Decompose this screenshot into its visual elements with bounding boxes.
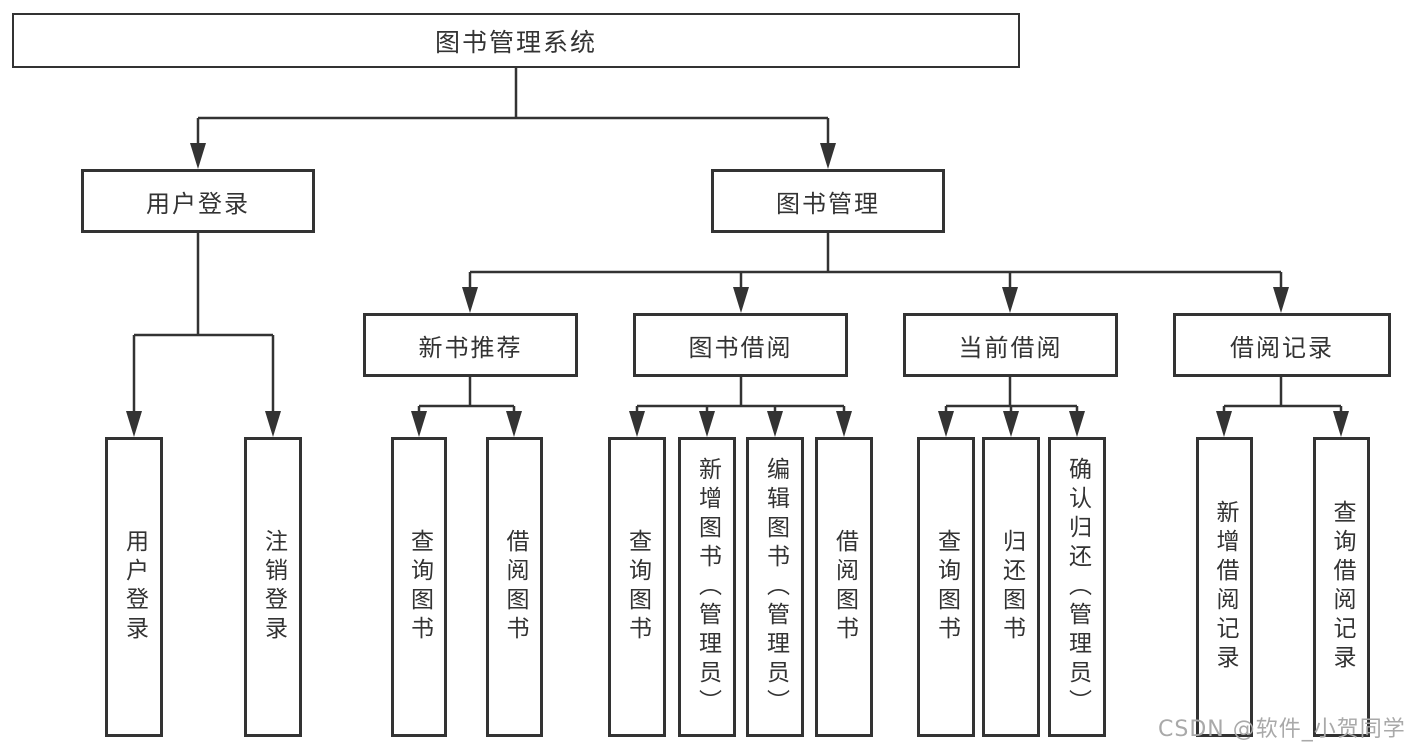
node-current-borrowing: 当前借阅	[903, 313, 1118, 377]
leaf-borrow-books-recommend: 借阅图书	[486, 437, 543, 737]
node-borrowing-records: 借阅记录	[1173, 313, 1391, 377]
leaf-query-borrow-record: 查询借阅记录	[1313, 437, 1370, 737]
leaf-edit-books-admin: 编辑图书（管理员）	[746, 437, 804, 737]
node-book-borrowing: 图书借阅	[633, 313, 848, 377]
node-book-management: 图书管理	[711, 169, 945, 233]
node-user-login: 用户登录	[81, 169, 315, 233]
leaf-add-borrow-record: 新增借阅记录	[1196, 437, 1253, 737]
leaf-query-books-current: 查询图书	[917, 437, 975, 737]
csdn-watermark: CSDN @软件_小贺同学	[1158, 717, 1405, 742]
node-new-book-recommend: 新书推荐	[363, 313, 578, 377]
leaf-return-books: 归还图书	[982, 437, 1040, 737]
leaf-logout: 注销登录	[244, 437, 302, 737]
leaf-query-books-borrowing: 查询图书	[608, 437, 666, 737]
leaf-user-login: 用户登录	[105, 437, 163, 737]
arrowhead-icons	[126, 143, 1349, 437]
node-book-management-system: 图书管理系统	[12, 13, 1020, 68]
leaf-query-books-recommend: 查询图书	[391, 437, 447, 737]
leaf-add-books-admin: 新增图书（管理员）	[678, 437, 736, 737]
leaf-borrow-books: 借阅图书	[815, 437, 873, 737]
leaf-confirm-return-admin: 确认归还（管理员）	[1048, 437, 1106, 737]
